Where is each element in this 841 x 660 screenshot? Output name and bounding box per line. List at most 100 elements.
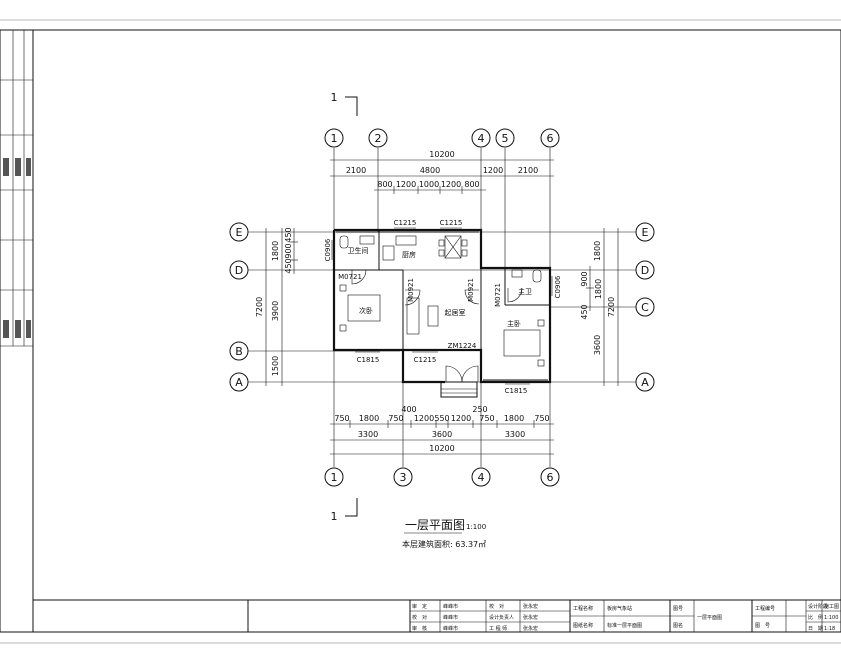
grid-label-top: 2 <box>375 132 382 145</box>
dim-left-total: 7200 <box>255 297 264 317</box>
walls <box>331 227 553 398</box>
grid-label-left: E <box>236 226 243 239</box>
door-label: M0921 <box>467 278 475 302</box>
section-mark-label: 1 <box>331 510 338 523</box>
dim-right: 450 <box>580 304 589 319</box>
dim-bottom-small: 400 <box>401 405 416 414</box>
tb-label: 校 对 <box>412 614 427 621</box>
tb-value: 峰峰市 <box>443 614 458 621</box>
kitchen-sink-icon <box>395 235 417 246</box>
dim-bottom: 750 <box>388 414 403 423</box>
left-margin-strip <box>0 29 34 633</box>
dim-top: 2100 <box>518 166 538 175</box>
window-label: C0906 <box>324 238 332 261</box>
door-label: M0921 <box>407 278 415 302</box>
grid-label-bottom: 1 <box>331 471 338 484</box>
grid-label-right: C <box>641 301 649 314</box>
tb-sheet-title: 一层平面图 <box>697 615 722 621</box>
dim-bottom-small: 250 <box>472 405 487 414</box>
grid-label-top: 6 <box>547 132 554 145</box>
tb-label: 工 程 师 <box>489 625 507 632</box>
dim-bottom-total: 10200 <box>429 444 454 453</box>
floor-plan: 1 2 4 5 6 1 3 4 6 E D B A E D C A 1 1 10… <box>229 91 655 549</box>
grid-label-left: A <box>235 376 243 389</box>
dim-bottom: 1200 <box>451 414 471 423</box>
section-mark-label: 1 <box>331 91 338 104</box>
room-label-kitchen: 厨房 <box>402 250 416 259</box>
tb-label: 设计阶段 <box>808 603 828 610</box>
tb-label: 审 核 <box>412 625 427 632</box>
window-label: C1815 <box>357 356 380 364</box>
tb-label: 图纸名称 <box>573 622 593 629</box>
coffee-table-icon <box>427 305 439 327</box>
tb-label: 工程编号 <box>755 605 775 612</box>
bed-left-icon <box>347 294 381 322</box>
tb-value: 施工图 <box>824 603 839 610</box>
dim-left: 450 <box>284 258 293 273</box>
tb-value: 张永宏 <box>523 625 538 632</box>
dim-bottom: 550 <box>434 414 449 423</box>
grid-label-left: B <box>235 345 243 358</box>
grid-bubbles <box>229 128 655 487</box>
toilet-right-icon <box>532 269 542 283</box>
dim-left: 450 <box>284 227 293 242</box>
dim-top: 1200 <box>441 180 461 189</box>
window-label: C0906 <box>554 275 562 298</box>
window-label: C1215 <box>394 219 417 227</box>
dim-top: 800 <box>377 180 392 189</box>
door-label: M0721 <box>494 283 502 307</box>
door-label: ZM1224 <box>448 342 477 350</box>
dim-left: 3900 <box>271 301 280 321</box>
grid-label-right: A <box>641 376 649 389</box>
room-label-bedroom: 主卧 <box>507 319 521 328</box>
dim-bottom: 3600 <box>432 430 452 439</box>
tb-label: 图 号 <box>755 623 770 629</box>
tb-label: 校 对 <box>489 603 504 610</box>
grid-label-top: 4 <box>478 132 485 145</box>
grid-label-top: 5 <box>502 132 509 145</box>
dim-right-total: 7200 <box>607 297 616 317</box>
tb-value: 1:18 <box>824 626 835 632</box>
tb-value: 板房气象站 <box>607 605 632 612</box>
window-label: C1215 <box>440 219 463 227</box>
tb-label: 图号 <box>673 606 683 612</box>
dim-top: 4800 <box>420 166 440 175</box>
toilet-left-icon <box>339 235 349 249</box>
room-label-bathroom: 卫生间 <box>348 246 369 255</box>
dim-right: 900 <box>580 271 589 286</box>
sink-right-icon <box>511 269 523 278</box>
grid-label-right: E <box>642 226 649 239</box>
tb-value: 峰峰市 <box>443 625 458 632</box>
dim-top: 1200 <box>483 166 503 175</box>
dim-bottom: 750 <box>479 414 494 423</box>
grid-label-top: 1 <box>331 132 338 145</box>
dim-bottom: 1800 <box>504 414 524 423</box>
dim-left: 1800 <box>271 241 280 261</box>
dim-top: 2100 <box>346 166 366 175</box>
dim-bottom: 1800 <box>359 414 379 423</box>
dim-top: 800 <box>464 180 479 189</box>
dim-right: 1800 <box>593 241 602 261</box>
room-label-bedroom: 次卧 <box>359 306 373 315</box>
tb-label: 设计负责人 <box>489 614 514 621</box>
tb-label: 图名 <box>673 622 683 629</box>
tb-value: 1:100 <box>824 615 838 621</box>
tb-value: 标准一层平面图 <box>607 622 642 629</box>
tb-label: 日 期 <box>808 626 823 632</box>
door-label: M0721 <box>338 273 362 281</box>
title-block: 审 定 校 对 审 核 峰峰市 峰峰市 峰峰市 校 对 设计负责人 工 程 师 … <box>32 599 841 633</box>
sink-left-icon <box>359 235 375 245</box>
dim-left: 900 <box>284 243 293 258</box>
sofa-icon <box>406 297 420 335</box>
door-swings <box>351 269 523 383</box>
tb-label: 比 例 <box>808 614 823 621</box>
tb-label: 工程名称 <box>573 605 593 612</box>
tb-value: 张永宏 <box>523 614 538 621</box>
grid-label-right: D <box>641 264 649 277</box>
grid-label-left: D <box>235 264 243 277</box>
room-label-bathroom: 主卫 <box>518 287 532 296</box>
dim-top-total: 10200 <box>429 150 454 159</box>
dim-top: 1000 <box>419 180 439 189</box>
top-dimensions <box>330 159 554 194</box>
